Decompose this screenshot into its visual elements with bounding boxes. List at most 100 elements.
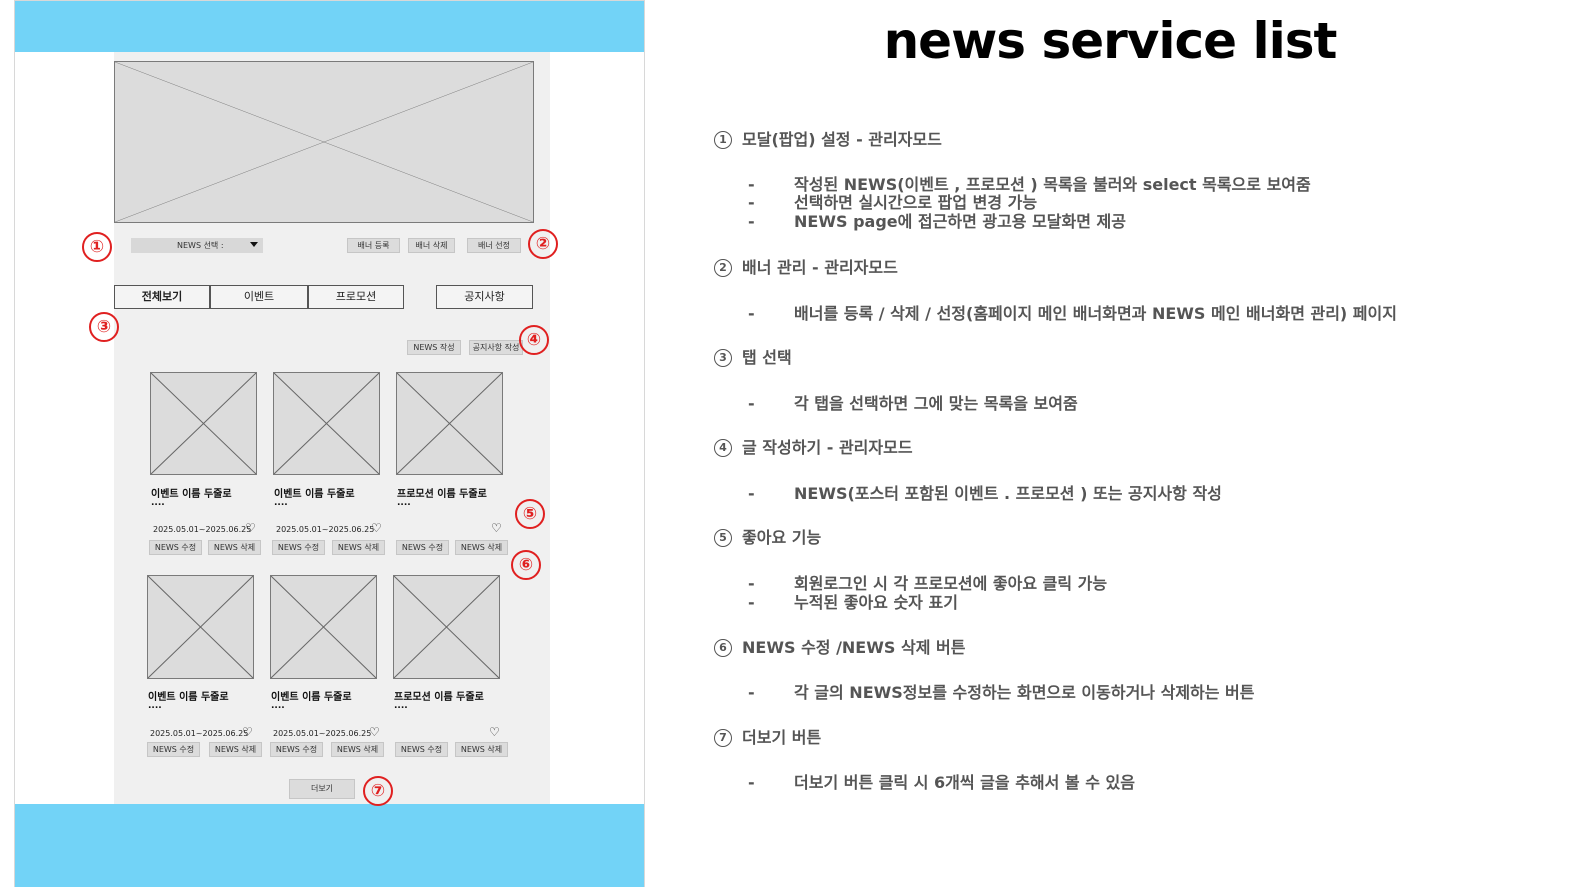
card-dots: ....: [148, 701, 162, 711]
news-delete-button[interactable]: NEWS 삭제: [455, 540, 508, 555]
banner-delete-button[interactable]: 배너 삭제: [408, 238, 455, 253]
news-edit-button[interactable]: NEWS 수정: [270, 742, 323, 757]
wireframe-page: NEWS 선택 : 배너 등록 배너 삭제 배너 선정 전체보기 이벤트 프로모…: [114, 52, 550, 804]
annotation-badge-7: ⑦: [363, 776, 393, 806]
section-heading-text: 더보기 버튼: [742, 728, 822, 747]
section-heading-text: 배너 관리 - 관리자모드: [742, 258, 898, 277]
news-delete-button[interactable]: NEWS 삭제: [208, 540, 261, 555]
number-circle-icon: 7: [714, 729, 732, 747]
tab-all[interactable]: 전체보기: [114, 285, 210, 309]
section-heading-4: 4 글 작성하기 - 관리자모드: [714, 434, 913, 458]
number-circle-icon: 2: [714, 259, 732, 277]
heart-icon[interactable]: ♡: [369, 725, 380, 739]
news-delete-button[interactable]: NEWS 삭제: [331, 742, 384, 757]
card-dots: ....: [151, 498, 165, 508]
card-image-placeholder: [147, 575, 254, 679]
bullet-text: 선택하면 실시간으로 팝업 변경 가능: [794, 193, 1038, 212]
card-date: 2025.05.01~2025.06.25: [276, 525, 375, 534]
section-heading-text: 모달(팝업) 설정 - 관리자모드: [742, 130, 942, 149]
news-edit-button[interactable]: NEWS 수정: [396, 540, 449, 555]
card-image-placeholder: [393, 575, 500, 679]
section-heading-2: 2 배너 관리 - 관리자모드: [714, 254, 898, 278]
number-circle-icon: 3: [714, 349, 732, 367]
banner-select-button[interactable]: 배너 선정: [467, 238, 521, 253]
top-accent-bar: [15, 1, 644, 52]
card-image-placeholder: [150, 372, 257, 475]
card-image-placeholder: [396, 372, 503, 475]
bullet-item: -NEWS(포스터 포함된 이벤트 . 프로모션 ) 또는 공지사항 작성: [748, 484, 1222, 503]
tab-promotion[interactable]: 프로모션: [308, 285, 404, 309]
card-image-placeholder: [270, 575, 377, 679]
card-dots: ....: [271, 701, 285, 711]
card-title: 이벤트 이름 두줄로: [274, 489, 355, 500]
bullet-item: -선택하면 실시간으로 팝업 변경 가능: [748, 193, 1038, 212]
more-button[interactable]: 더보기: [289, 779, 355, 799]
annotation-badge-6: ⑥: [511, 550, 541, 580]
bullet-item: -누적된 좋아요 숫자 표기: [748, 593, 958, 612]
news-delete-button[interactable]: NEWS 삭제: [332, 540, 385, 555]
annotation-badge-4: ④: [519, 325, 549, 355]
card-date: 2025.05.01~2025.06.25: [153, 525, 252, 534]
caret-down-icon: [250, 242, 258, 247]
number-circle-icon: 1: [714, 131, 732, 149]
card-date: 2025.05.01~2025.06.25: [273, 729, 372, 738]
news-write-button[interactable]: NEWS 작성: [407, 340, 461, 355]
bullet-item: -각 탭을 선택하면 그에 맞는 목록을 보여줌: [748, 394, 1078, 413]
number-circle-icon: 4: [714, 439, 732, 457]
bullet-item: -더보기 버튼 클릭 시 6개씩 글을 추해서 볼 수 있음: [748, 773, 1135, 792]
news-edit-button[interactable]: NEWS 수정: [149, 540, 202, 555]
card-image-placeholder: [273, 372, 380, 475]
banner-image-placeholder: [114, 61, 534, 223]
card-title: 프로모션 이름 두줄로: [394, 692, 484, 703]
news-edit-button[interactable]: NEWS 수정: [147, 742, 200, 757]
tab-notice[interactable]: 공지사항: [436, 285, 533, 309]
section-heading-3: 3 탭 선택: [714, 344, 792, 368]
bullet-text: 회원로그인 시 각 프로모션에 좋아요 클릭 가능: [794, 574, 1108, 593]
notice-write-button[interactable]: 공지사항 작성: [469, 340, 523, 355]
annotation-badge-1: ①: [82, 232, 112, 262]
card-dots: ....: [394, 701, 408, 711]
heart-icon[interactable]: ♡: [371, 521, 382, 535]
annotation-badge-2: ②: [528, 229, 558, 259]
tab-event[interactable]: 이벤트: [210, 285, 308, 309]
section-heading-text: 글 작성하기 - 관리자모드: [742, 438, 913, 457]
news-delete-button[interactable]: NEWS 삭제: [455, 742, 508, 757]
section-heading-7: 7 더보기 버튼: [714, 724, 821, 748]
bullet-text: 각 탭을 선택하면 그에 맞는 목록을 보여줌: [794, 394, 1078, 413]
bullet-item: -회원로그인 시 각 프로모션에 좋아요 클릭 가능: [748, 574, 1108, 593]
bullet-text: NEWS(포스터 포함된 이벤트 . 프로모션 ) 또는 공지사항 작성: [794, 484, 1222, 503]
section-heading-text: 탭 선택: [742, 348, 792, 367]
bullet-text: 배너를 등록 / 삭제 / 선정(홈페이지 메인 배너화면과 NEWS 메인 배…: [794, 304, 1397, 323]
card-date: 2025.05.01~2025.06.25: [150, 729, 249, 738]
card-title: 이벤트 이름 두줄로: [148, 692, 229, 703]
card-title: 이벤트 이름 두줄로: [271, 692, 352, 703]
number-circle-icon: 6: [714, 639, 732, 657]
bottom-accent-bar: [15, 804, 644, 887]
card-dots: ....: [397, 498, 411, 508]
annotation-badge-3: ③: [89, 312, 119, 342]
annotation-badge-5: ⑤: [515, 499, 545, 529]
heart-icon[interactable]: ♡: [242, 725, 253, 739]
news-edit-button[interactable]: NEWS 수정: [395, 742, 448, 757]
bullet-item: -배너를 등록 / 삭제 / 선정(홈페이지 메인 배너화면과 NEWS 메인 …: [748, 304, 1397, 323]
news-edit-button[interactable]: NEWS 수정: [272, 540, 325, 555]
news-delete-button[interactable]: NEWS 삭제: [209, 742, 262, 757]
wireframe-panel: NEWS 선택 : 배너 등록 배너 삭제 배너 선정 전체보기 이벤트 프로모…: [14, 0, 645, 887]
heart-icon[interactable]: ♡: [489, 725, 500, 739]
bullet-text: 더보기 버튼 클릭 시 6개씩 글을 추해서 볼 수 있음: [794, 773, 1135, 792]
number-circle-icon: 5: [714, 529, 732, 547]
bullet-text: 각 글의 NEWS정보를 수정하는 화면으로 이동하거나 삭제하는 버튼: [794, 683, 1255, 702]
card-title: 프로모션 이름 두줄로: [397, 489, 487, 500]
bullet-text: 작성된 NEWS(이벤트 , 프로모션 ) 목록을 불러와 select 목록으…: [794, 175, 1311, 194]
card-title: 이벤트 이름 두줄로: [151, 489, 232, 500]
doc-title: news service list: [883, 12, 1338, 70]
heart-icon[interactable]: ♡: [245, 521, 256, 535]
section-heading-1: 1 모달(팝업) 설정 - 관리자모드: [714, 126, 942, 150]
bullet-item: -작성된 NEWS(이벤트 , 프로모션 ) 목록을 불러와 select 목록…: [748, 175, 1311, 194]
heart-icon[interactable]: ♡: [491, 521, 502, 535]
news-select-dropdown[interactable]: NEWS 선택 :: [131, 238, 263, 253]
banner-register-button[interactable]: 배너 등록: [347, 238, 400, 253]
